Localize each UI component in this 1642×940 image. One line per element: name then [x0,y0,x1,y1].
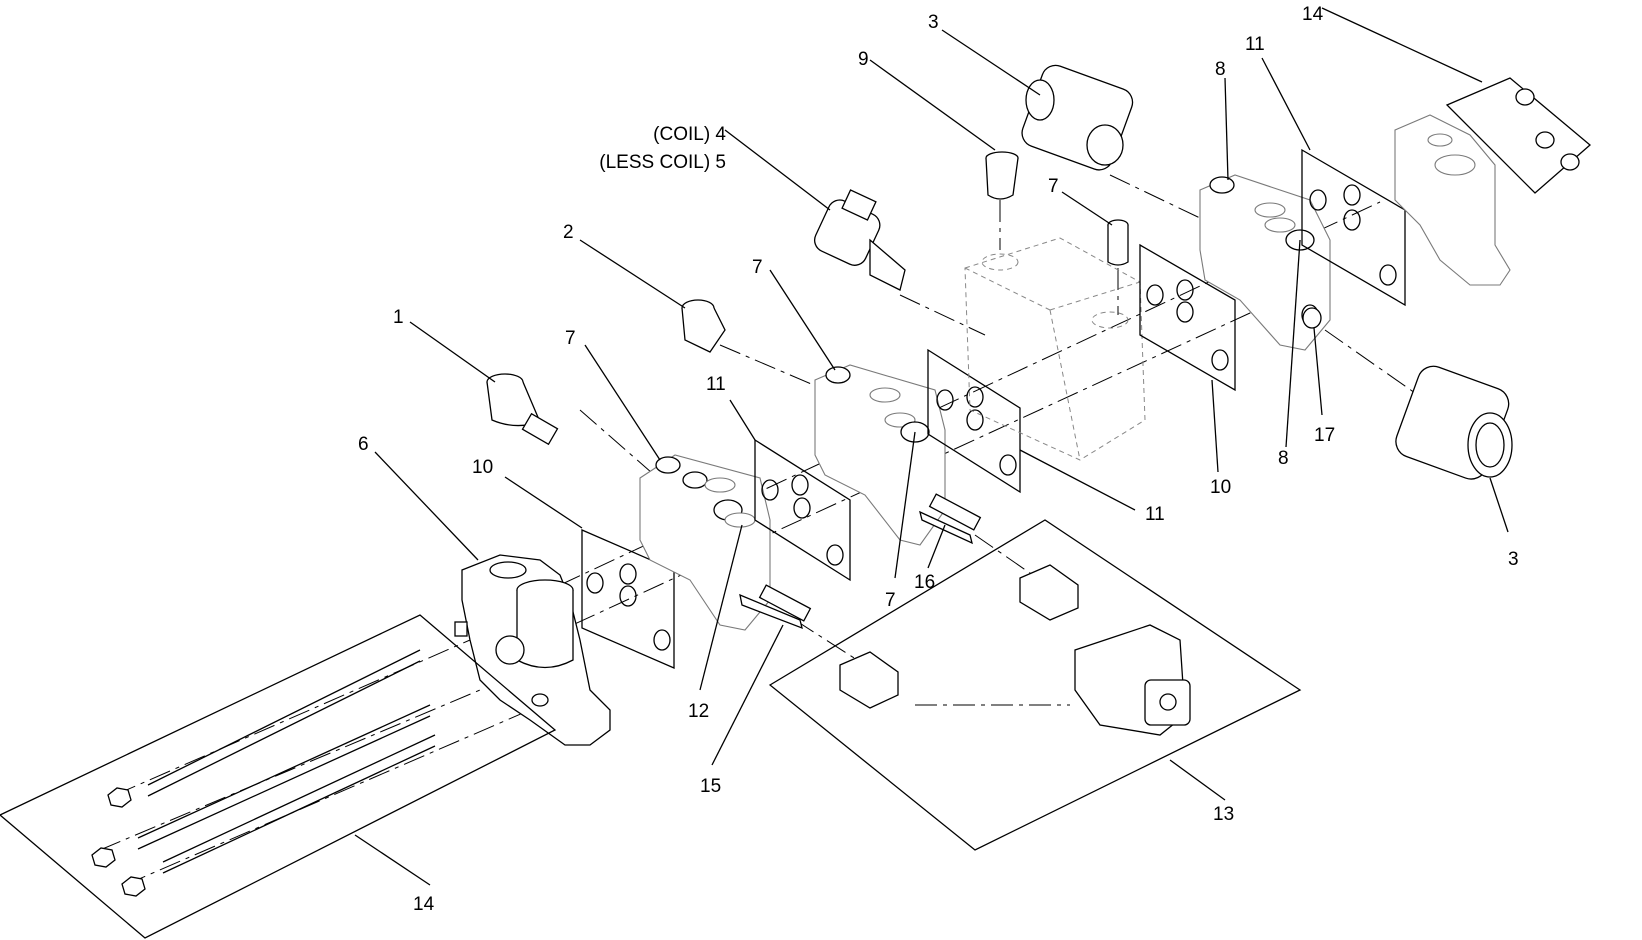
handle-kit [768,519,1302,851]
solenoid-coil [813,189,906,291]
coil-nut [681,299,726,353]
outlet-section [1394,114,1511,286]
callout-3-right: 3 [1508,549,1519,570]
nut-kit [1445,77,1592,194]
work-section-1 [639,454,803,631]
cartridge-valve [985,151,1019,200]
callout-17: 17 [1314,425,1335,446]
callout-7-left: 7 [565,328,576,349]
callout-13: 13 [1213,804,1234,825]
seal-kit-far-right [1301,148,1406,307]
callout-15: 15 [700,776,721,797]
callout-16: 16 [914,572,935,593]
callout-8-top: 8 [1215,59,1226,80]
tie-rod-kit [0,614,557,939]
callout-5: (LESS COIL) 5 [599,152,726,173]
callout-14-bottom: 14 [413,894,435,915]
callout-2: 2 [563,222,574,243]
solenoid-right [1395,365,1513,480]
callout-1: 1 [393,307,404,328]
callout-8-bottom: 8 [1278,448,1289,469]
callout-10-right: 10 [1210,477,1231,498]
seal-kit-right [1139,243,1236,392]
callout-7-upper: 7 [1048,176,1059,197]
callout-3-top: 3 [928,12,939,33]
callout-9: 9 [858,49,869,70]
seal-kit-left [581,529,675,669]
callout-11-left: 11 [706,374,726,395]
spools [758,493,982,622]
solenoid-cartridge [486,373,559,446]
callout-11-mid: 11 [1145,504,1165,525]
work-section-2 [814,364,973,546]
plug-upper [1107,219,1129,266]
inlet-section [454,554,611,746]
fitting-17 [1302,307,1322,329]
callout-10-left: 10 [472,457,493,478]
seal-kit-mid-left [754,438,851,582]
leader-lines [354,7,1509,886]
callout-12: 12 [688,701,709,722]
callout-11-right: 11 [1245,34,1265,55]
callout-14-top: 14 [1302,4,1324,25]
manifold-block [964,237,1146,461]
callout-6: 6 [358,434,369,455]
solenoid-top [1021,64,1134,171]
callout-labels: 1 2 3 3 (COIL) 4 (LESS COIL) 5 6 7 7 7 7… [358,4,1519,915]
callout-7-lower: 7 [885,590,896,611]
callout-4: (COIL) 4 [653,124,726,145]
callout-7-mid: 7 [752,257,763,278]
seal-kit-mid [927,348,1021,494]
